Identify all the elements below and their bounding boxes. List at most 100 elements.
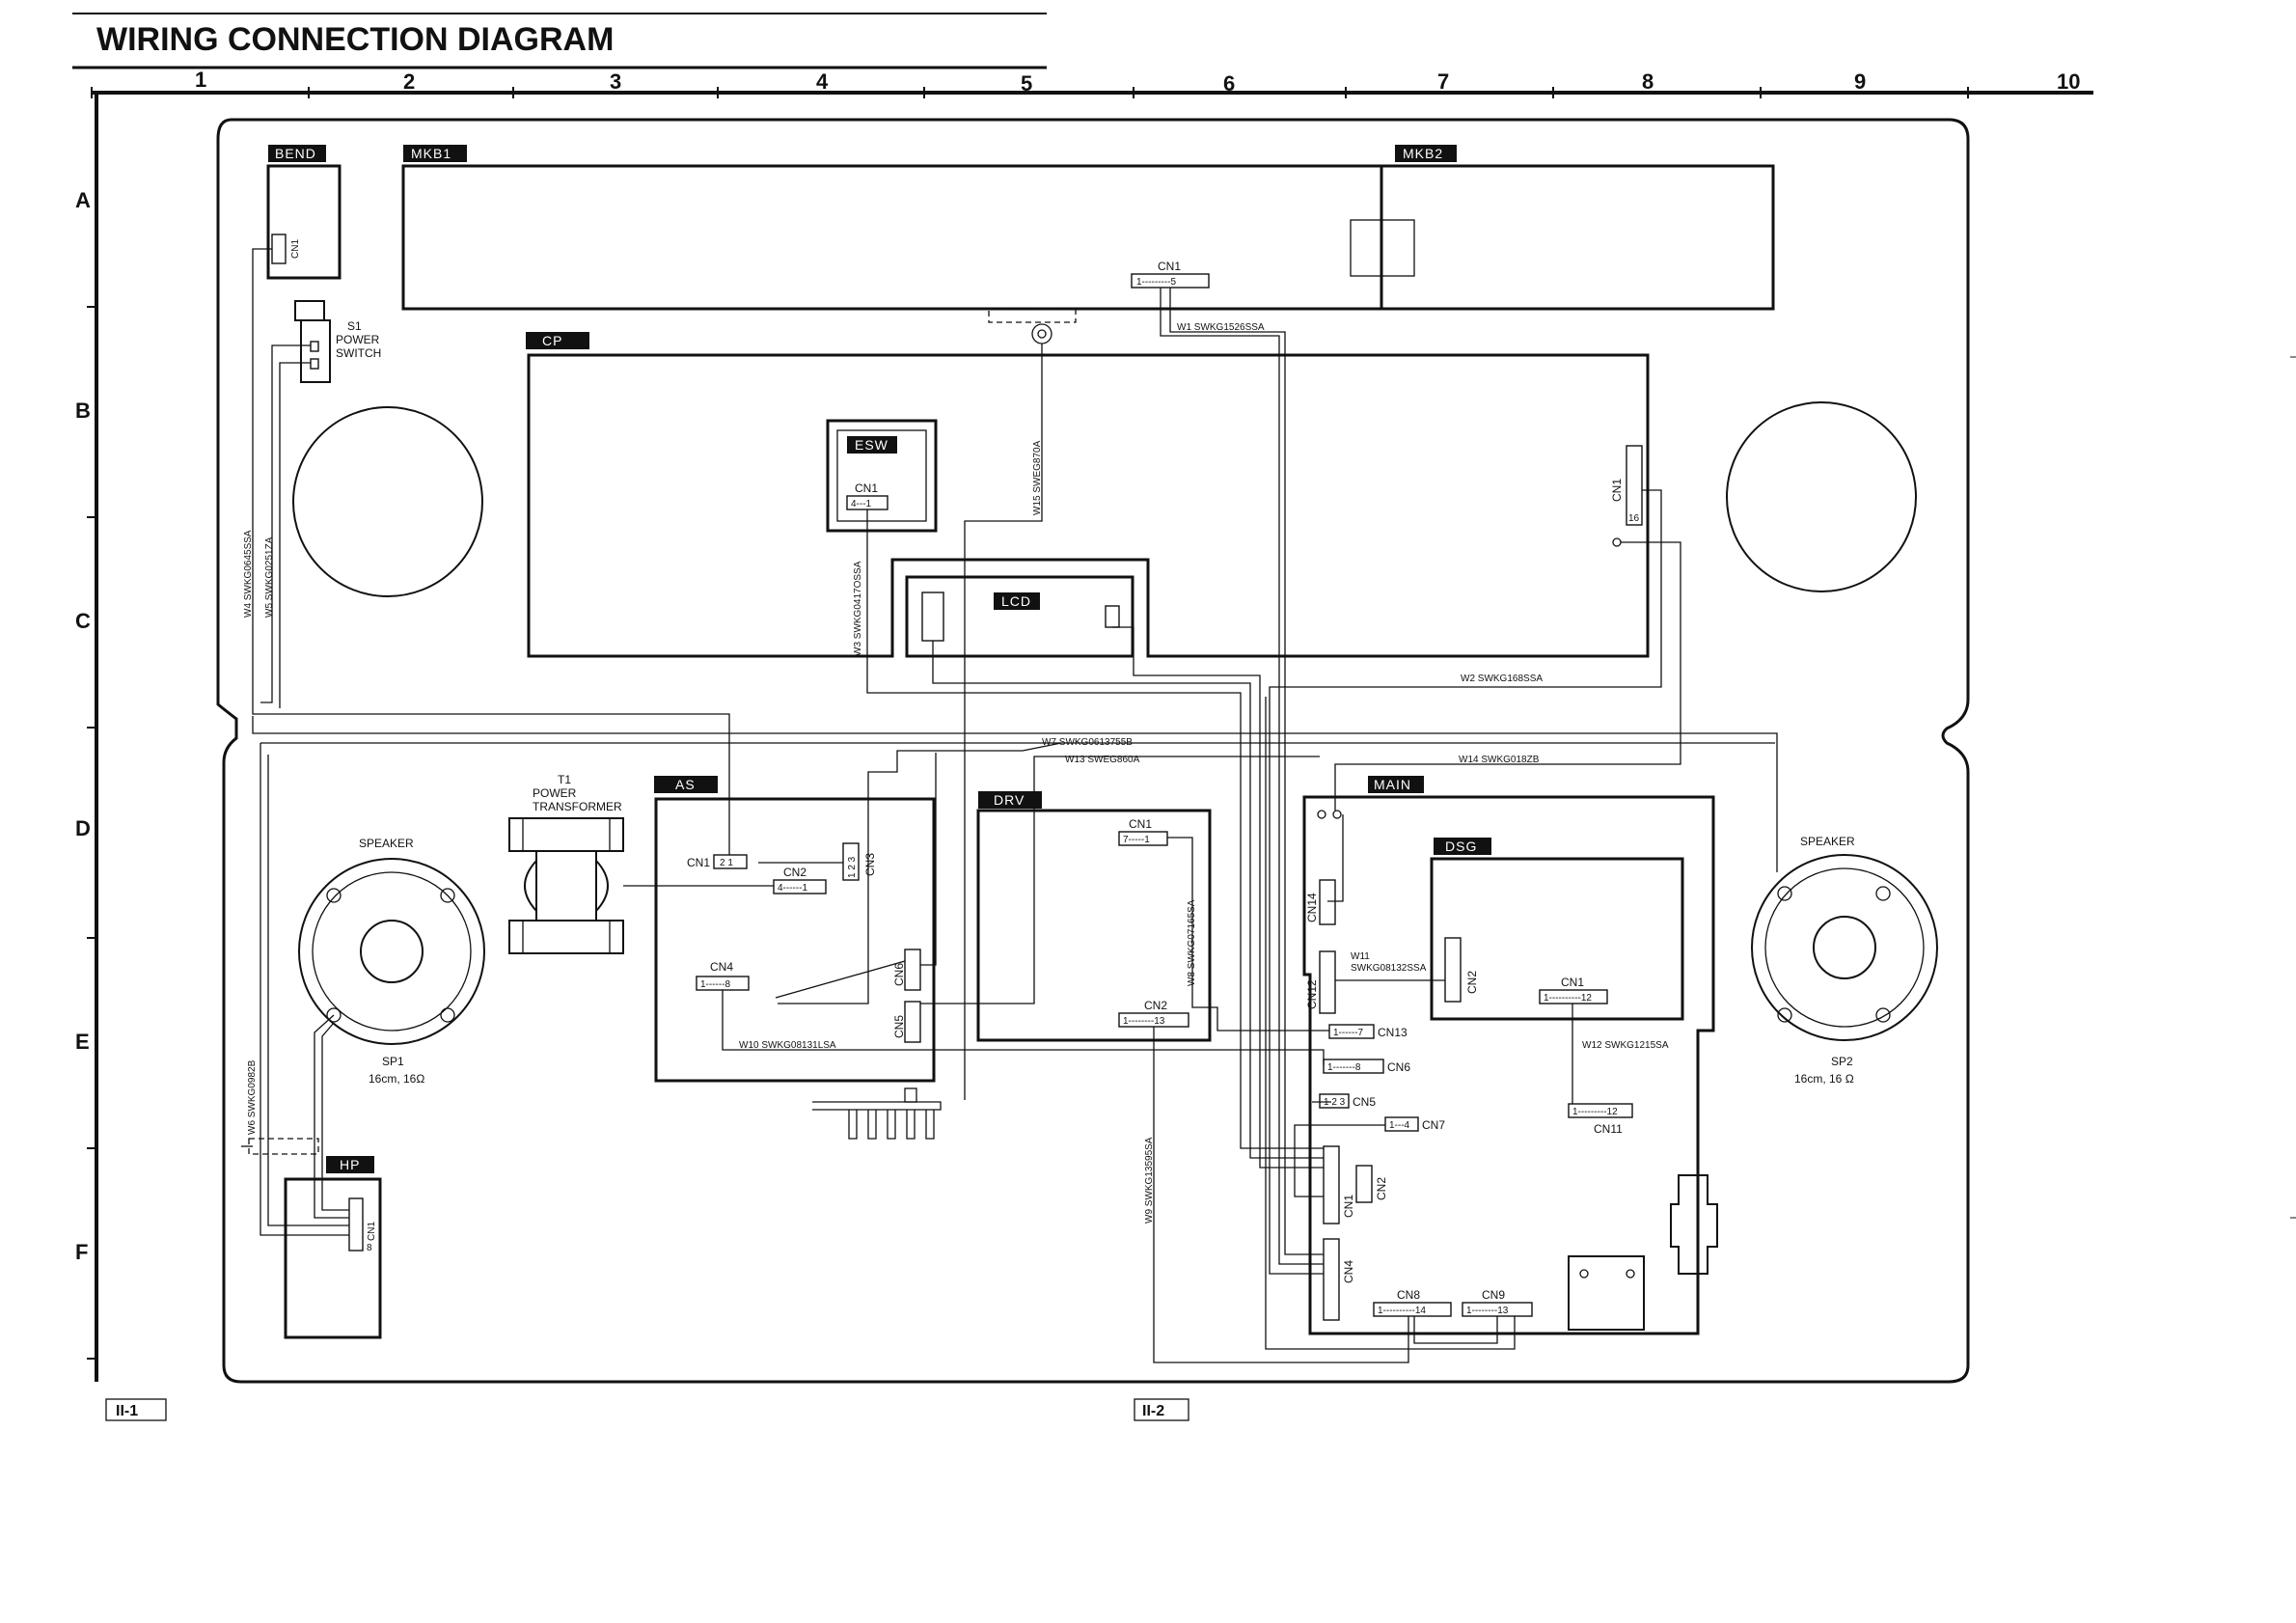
w11-label-b: SWKG08132SSA: [1351, 963, 1427, 974]
main-cn5-pins: 1 2 3: [1324, 1097, 1346, 1108]
ruler-ticks: [91, 87, 1969, 98]
dsg-tag: [1434, 838, 1491, 855]
lcd-connector-left: [921, 591, 944, 642]
main-cn12-connector: [1319, 950, 1336, 1014]
w4-label: W4 SWKG0645SSA: [243, 530, 254, 618]
dsg-board: [1430, 857, 1684, 1021]
diagram-title: WIRING CONNECTION DIAGRAM: [96, 21, 614, 58]
left-speaker-label: SPEAKER: [359, 837, 414, 850]
main-jack-hole-1: [1579, 1269, 1589, 1279]
row-label-a: A: [75, 188, 91, 212]
as-cn5-label: CN5: [892, 1015, 906, 1038]
w5-label: W5 SWKG0251ZA: [264, 536, 275, 618]
cp-tag: [526, 332, 589, 349]
hp-tag: [326, 1156, 374, 1173]
main-label: MAIN: [1374, 777, 1411, 792]
lcd-label: LCD: [1001, 593, 1031, 609]
transformer-line1: POWER: [533, 786, 577, 800]
as-tag: [654, 776, 718, 793]
col-label-1: 1: [195, 68, 206, 92]
drv-cn1-connector: [1118, 831, 1168, 846]
page-ref-left: II-1: [116, 1403, 138, 1419]
page-ref-right-box: [1134, 1398, 1189, 1421]
bend-tag: [268, 145, 326, 162]
drv-label: DRV: [994, 792, 1025, 808]
w9-label: W9 SWKG13595SA: [1144, 1137, 1155, 1224]
w15-label: W15 SWEG870A: [1032, 440, 1043, 515]
main-cn14-label: CN14: [1305, 893, 1319, 922]
main-cn6-label: CN6: [1387, 1060, 1410, 1074]
main-cn13-connector: [1328, 1024, 1375, 1039]
power-switch-terminal-1: [310, 341, 319, 352]
w8-label: W8 SWKG07165SA: [1187, 899, 1197, 986]
switch-line2: SWITCH: [336, 346, 381, 360]
mkb2-label: MKB2: [1403, 146, 1443, 161]
cp-board: [527, 353, 1650, 658]
power-transformer: [508, 817, 624, 954]
right-speaker: [1751, 854, 1938, 1041]
main-side-connector: [1670, 1174, 1718, 1275]
w14-label: W14 SWKG018ZB: [1459, 755, 1540, 765]
col-label-5: 5: [1021, 71, 1032, 96]
right-speaker-id: SP2: [1831, 1055, 1853, 1068]
dsg-cn2-label: CN2: [1465, 971, 1479, 994]
w2-label: W2 SWKG168SSA: [1461, 674, 1543, 684]
as-cn4-label: CN4: [710, 960, 733, 974]
lcd-tag: [994, 592, 1040, 610]
drv-tag: [978, 791, 1042, 809]
hp-label: HP: [340, 1157, 360, 1172]
w1-label: W1 SWKG1526SSA: [1177, 322, 1265, 333]
bend-label: BEND: [275, 146, 316, 161]
left-port-opening: [292, 406, 483, 597]
main-tag: [1368, 776, 1424, 793]
hp-cn1-pin: 8: [367, 1243, 372, 1253]
mkb-board: [401, 164, 1775, 311]
as-cn2-pins: 4------1: [778, 883, 808, 894]
as-cn5-connector: [904, 1001, 921, 1043]
esw-board-inner: [836, 429, 927, 522]
dsg-cn2-connector: [1444, 937, 1462, 1003]
main-cn4-label: CN4: [1342, 1260, 1355, 1283]
dsg-cn1-label: CN1: [1561, 976, 1584, 989]
main-terminal-2: [1332, 810, 1342, 819]
esw-tag: [847, 436, 897, 454]
w13-label: W13 SWEG860A: [1065, 755, 1140, 765]
esw-label: ESW: [855, 437, 888, 453]
heat-sink: [812, 1087, 942, 1140]
as-cn6-label: CN6: [892, 963, 906, 986]
mkb-cn1-label: CN1: [1158, 260, 1181, 273]
mkb1-tag: [403, 145, 467, 162]
as-cn2-connector: [773, 879, 827, 894]
transformer-line2: TRANSFORMER: [533, 800, 622, 813]
main-cn8-label: CN8: [1397, 1288, 1420, 1302]
main-cn14-connector: [1319, 879, 1336, 925]
row-label-f: F: [75, 1240, 88, 1264]
cp-label: CP: [542, 333, 562, 348]
row-label-b: B: [75, 399, 91, 423]
w3-label: W3 SWKG0417OSSA: [853, 561, 863, 656]
esw-cn1-label: CN1: [855, 481, 878, 495]
as-cn3-connector: [842, 842, 860, 881]
right-port-opening: [1726, 401, 1917, 592]
main-cn13-pins: 1------7: [1333, 1028, 1364, 1038]
as-cn6-connector: [904, 949, 921, 991]
mkb1-label: MKB1: [411, 146, 451, 161]
left-speaker: [298, 858, 485, 1045]
col-label-10: 10: [2057, 69, 2080, 94]
w10-label: W10 SWKG08131LSA: [739, 1040, 836, 1051]
as-cn1-pins: 2 1: [720, 858, 733, 868]
main-cn12-label: CN12: [1305, 979, 1319, 1009]
as-cn2-label: CN2: [783, 866, 806, 879]
drv-board: [976, 809, 1212, 1042]
switch-line1: POWER: [336, 333, 380, 346]
main-cn7-pins: 1---4: [1389, 1120, 1410, 1131]
mkb2-tag: [1395, 145, 1457, 162]
main-cn4-connector: [1323, 1238, 1340, 1321]
bend-board: [266, 164, 342, 280]
bend-cn1-label: CN1: [290, 239, 301, 259]
col-label-2: 2: [403, 69, 415, 94]
mkb2-module: [1350, 219, 1415, 277]
main-cn8-connector: [1373, 1302, 1452, 1317]
row-label-e: E: [75, 1030, 90, 1054]
main-cn11-label: CN11: [1594, 1122, 1623, 1136]
